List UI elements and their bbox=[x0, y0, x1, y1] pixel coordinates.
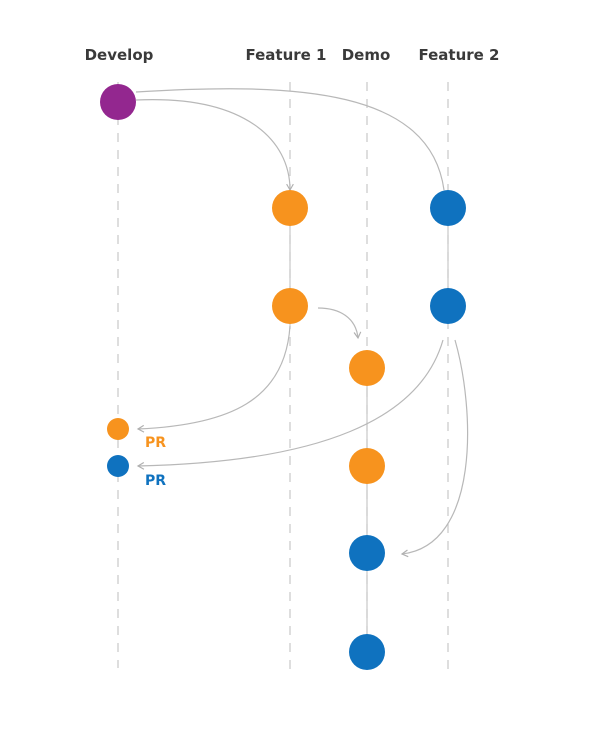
pr-arrow-feature-2-to-develop bbox=[136, 339, 444, 470]
merge-arrow-feature-2-to-demo bbox=[400, 339, 469, 558]
demo-commit-orange-2 bbox=[349, 448, 385, 484]
lane-label-demo: Demo bbox=[342, 46, 391, 64]
branch-arrow-feature-1 bbox=[135, 99, 294, 192]
pr-label-orange: PR bbox=[145, 435, 166, 451]
demo-commit-blue-1 bbox=[349, 535, 385, 571]
branch-arrow-feature-2 bbox=[135, 88, 445, 191]
lane-label-develop: Develop bbox=[85, 46, 154, 64]
feature-2-commit-1 bbox=[430, 190, 466, 226]
lane-label-feature-1: Feature 1 bbox=[245, 46, 326, 64]
develop-pr-commit-blue bbox=[107, 455, 129, 477]
feature-1-commit-2 bbox=[272, 288, 308, 324]
merge-arrow-feature-1-to-demo bbox=[317, 307, 362, 340]
feature-2-commit-2 bbox=[430, 288, 466, 324]
demo-commit-blue-2 bbox=[349, 634, 385, 670]
develop-start-commit bbox=[100, 84, 136, 120]
pr-arrow-feature-1-to-develop bbox=[136, 325, 291, 433]
lane-label-feature-2: Feature 2 bbox=[418, 46, 499, 64]
develop-pr-commit-orange bbox=[107, 418, 129, 440]
demo-commit-orange-1 bbox=[349, 350, 385, 386]
pr-label-blue: PR bbox=[145, 473, 166, 489]
feature-1-commit-1 bbox=[272, 190, 308, 226]
